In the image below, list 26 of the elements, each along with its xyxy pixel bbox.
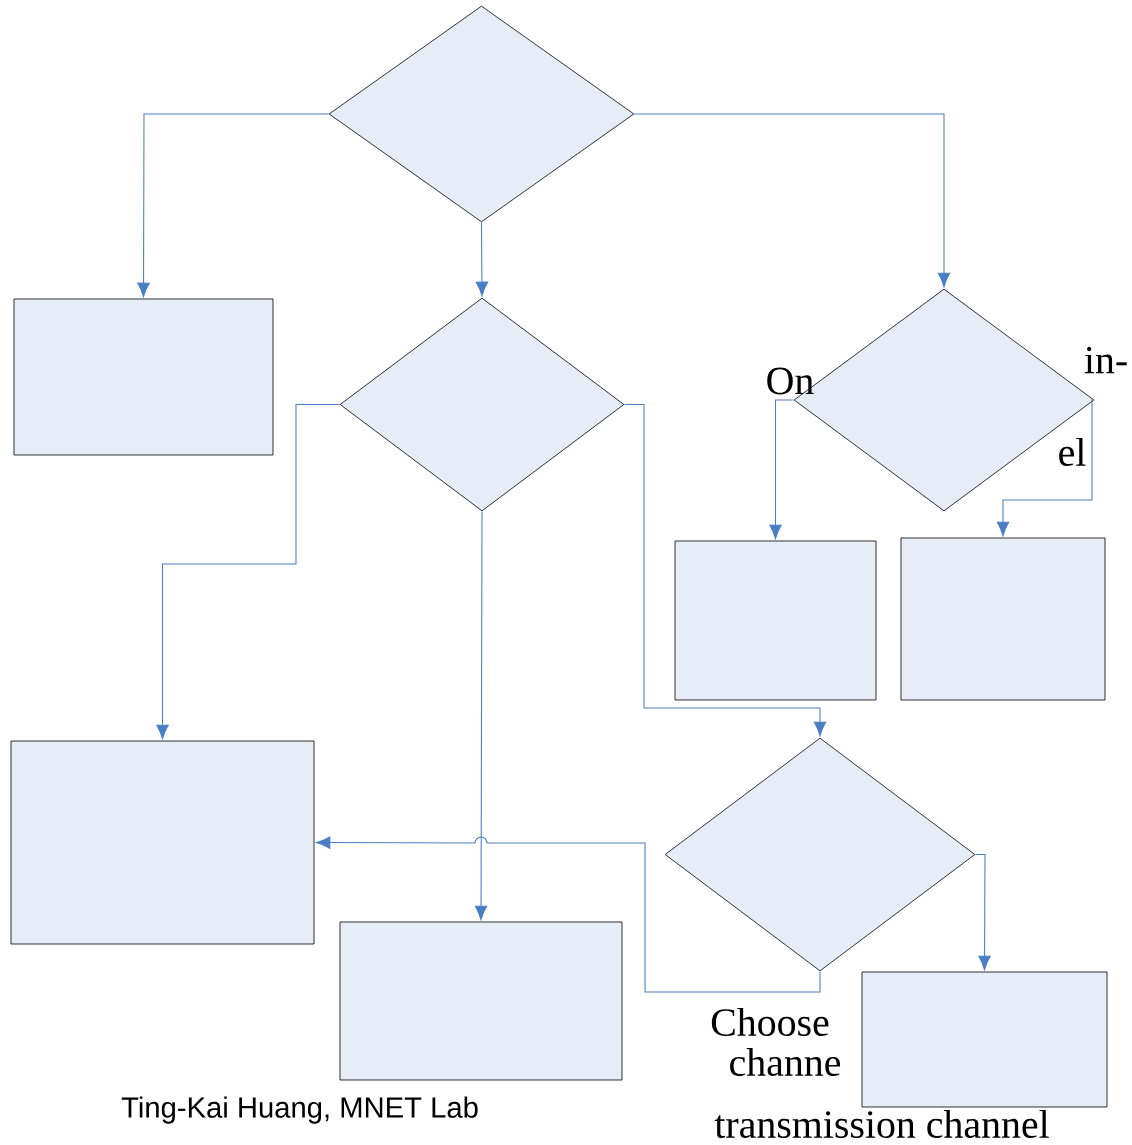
text-label: in-	[1084, 346, 1127, 374]
arrow	[623, 403, 827, 737]
arrow	[137, 113, 330, 298]
text-label: channe	[730, 1048, 841, 1077]
process-box	[13, 298, 274, 456]
decision-diamond	[328, 5, 635, 223]
text-label: transmission channel	[714, 1110, 1049, 1139]
text-label: On	[767, 367, 814, 395]
arrow	[769, 399, 795, 540]
process-box	[861, 971, 1108, 1108]
process-box	[339, 921, 623, 1081]
author-credit: Ting-Kai Huang, MNET Lab	[121, 1096, 478, 1124]
text-label: el	[1059, 438, 1086, 467]
text-label: Choose	[711, 1008, 829, 1036]
arrow	[156, 403, 341, 740]
decision-diamond	[664, 737, 976, 972]
process-box	[10, 740, 315, 945]
arrow	[633, 113, 951, 288]
process-box	[674, 540, 877, 701]
arrow	[475, 221, 489, 297]
decision-diamond	[339, 297, 625, 512]
arrow	[974, 853, 991, 971]
process-box	[900, 537, 1106, 701]
arrow	[996, 399, 1095, 537]
arrow	[474, 510, 488, 921]
arrow	[315, 836, 821, 993]
